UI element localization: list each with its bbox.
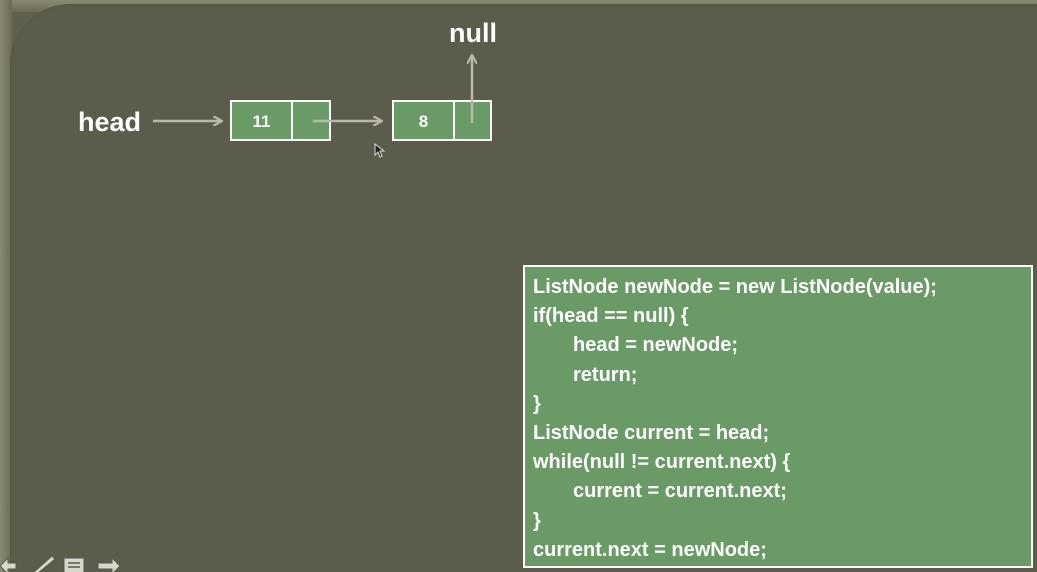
code-panel: ListNode newNode = new ListNode(value); i… xyxy=(523,265,1033,568)
code-line: ListNode newNode = new ListNode(value); xyxy=(533,276,937,298)
code-line: } xyxy=(533,509,541,532)
list-node: 8 xyxy=(392,100,492,141)
code-line: head = newNode; xyxy=(573,334,739,357)
presentation-toolbar[interactable] xyxy=(0,554,130,572)
node-value: 8 xyxy=(419,112,428,131)
node-value-cell xyxy=(392,100,455,141)
forward-arrow-icon[interactable] xyxy=(97,556,121,572)
code-line: return; xyxy=(573,363,638,386)
back-arrow-icon[interactable] xyxy=(0,556,17,572)
code-line: while(null != current.next) { xyxy=(533,451,791,474)
mouse-cursor-icon xyxy=(374,143,386,158)
menu-icon[interactable] xyxy=(63,557,85,572)
code-line: current.next = newNode; xyxy=(533,538,767,561)
pen-icon[interactable] xyxy=(33,555,56,572)
code-line: } xyxy=(533,392,541,415)
code-line: ListNode current = head; xyxy=(533,422,770,445)
code-line: current = current.next; xyxy=(573,480,787,503)
null-label: null xyxy=(449,18,497,48)
list-node: 11 xyxy=(230,100,331,141)
head-label: head xyxy=(78,107,141,137)
frame-left xyxy=(0,0,12,572)
code-line: if(head == null) { xyxy=(533,305,689,328)
node-value: 11 xyxy=(253,112,271,131)
